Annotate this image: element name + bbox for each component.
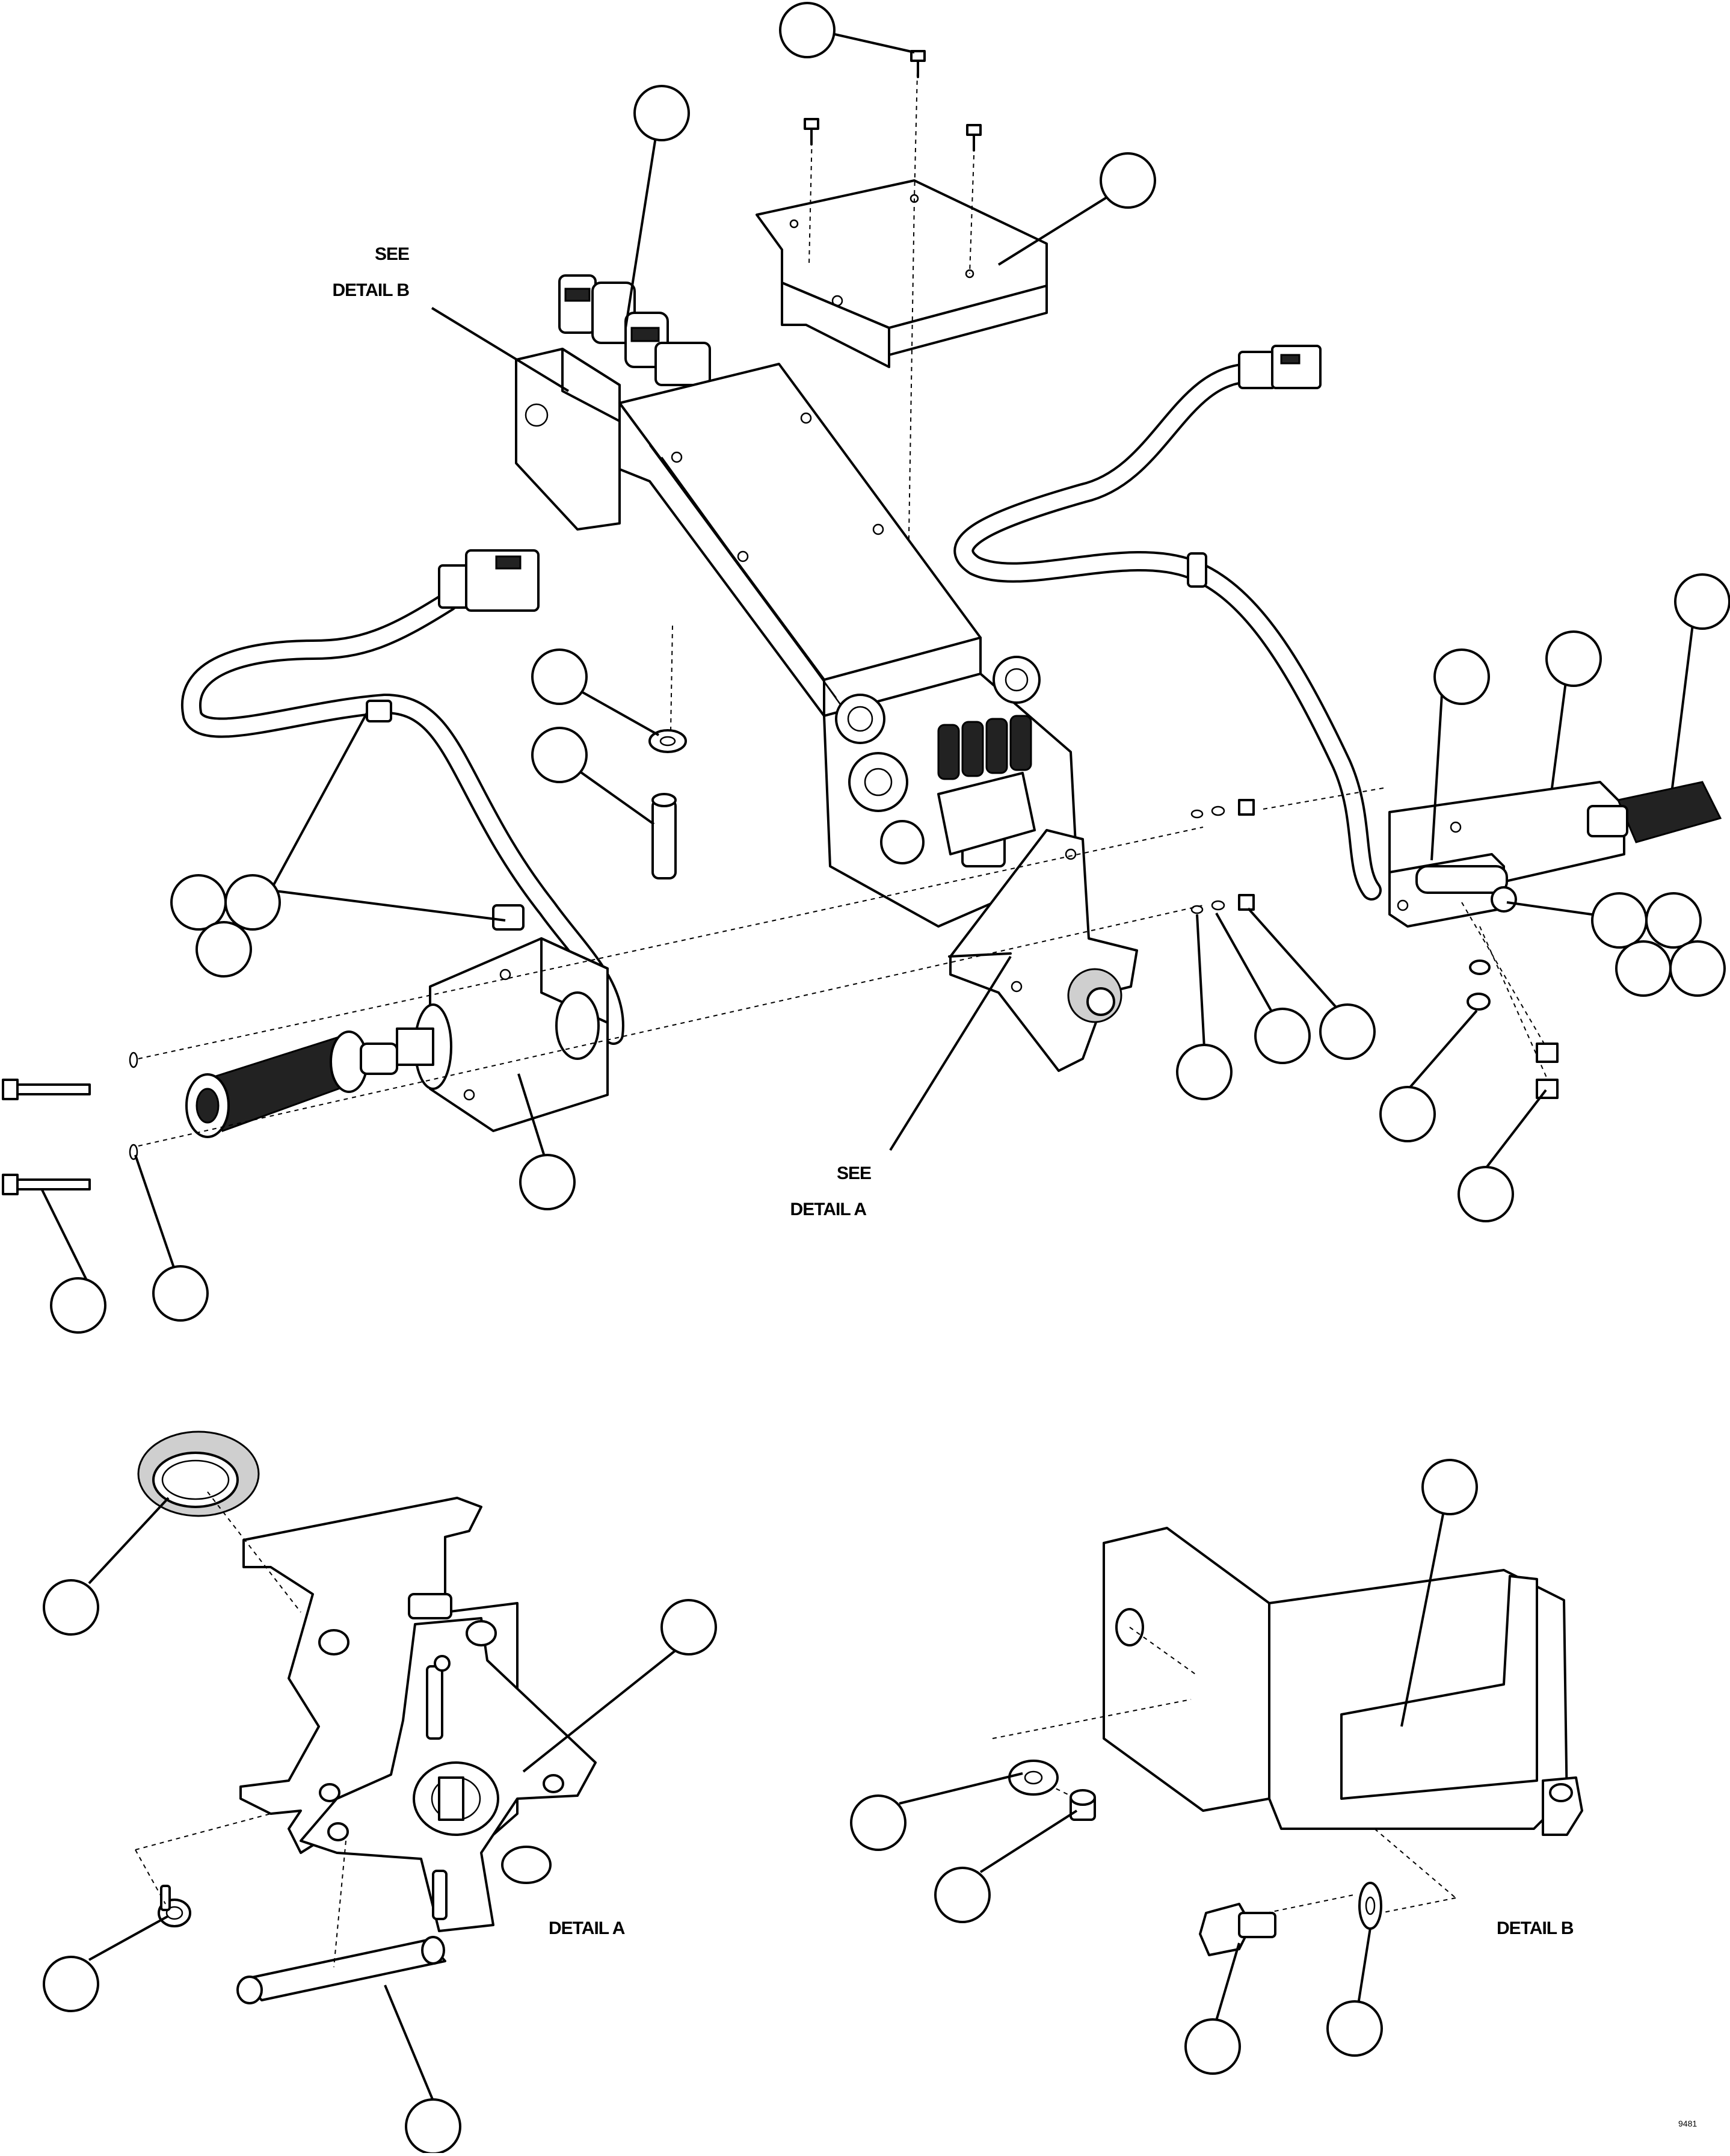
detail-b-washer-nut (992, 1627, 1198, 1821)
callout-balloon (934, 1867, 991, 1923)
right-wire-harness (953, 345, 1382, 901)
callout-balloon (1184, 2018, 1241, 2075)
callout-balloon (1254, 1008, 1311, 1064)
callout-balloon (1615, 940, 1672, 997)
callout-balloon (531, 727, 588, 783)
callout-balloon (531, 648, 588, 705)
callout-balloon (195, 921, 252, 978)
mounted-bracket-b (515, 348, 621, 531)
spring-set (937, 715, 1032, 780)
callout-balloon (1326, 2000, 1383, 2057)
callout-balloon (1458, 1166, 1514, 1222)
callout-balloon (43, 1956, 99, 2012)
callout-balloon (779, 2, 836, 58)
actuator-motor (185, 937, 609, 1138)
callout-balloon (519, 1154, 576, 1210)
callout-balloon (1176, 1044, 1233, 1100)
universal-joint (558, 274, 711, 386)
callout-balloon (1591, 892, 1648, 949)
column-housing (618, 363, 982, 717)
callout-balloon (660, 1599, 717, 1656)
lever-fasteners (1461, 902, 1559, 1099)
detail-b-bolt-washer (1199, 1828, 1456, 1956)
callout-balloon (633, 85, 690, 141)
drawing-code: 9481 (1678, 2119, 1697, 2128)
mount-bolt-washer (648, 625, 687, 879)
leader-lines (41, 30, 1695, 2101)
callout-balloon (43, 1579, 99, 1636)
callout-balloon (50, 1277, 106, 1334)
detail-a-assembly (239, 1497, 597, 1932)
detail-a-pin (236, 1840, 446, 2004)
callout-balloon (224, 874, 281, 931)
see-detail-b-line1: SEE (375, 244, 409, 264)
callout-balloon (405, 2098, 461, 2155)
tilt-lever-assembly (1263, 781, 1722, 928)
callout-balloon (1433, 648, 1490, 705)
callout-balloons (43, 2, 1730, 2155)
see-detail-a-line1: SEE (837, 1163, 871, 1183)
detail-a-screw (135, 1813, 271, 1927)
callout-balloon (850, 1794, 907, 1851)
long-bolts (2, 827, 1204, 1195)
callout-balloon (1669, 940, 1726, 997)
callout-balloon (152, 1265, 209, 1322)
left-wire-harness (181, 549, 624, 1045)
see-detail-b-line2: DETAIL B (332, 280, 409, 300)
column-nuts-washers (1190, 799, 1255, 914)
callout-balloon (170, 874, 227, 931)
callout-balloon (1379, 1086, 1436, 1142)
detail-a-bushing (137, 1431, 301, 1613)
callout-balloon (1319, 1003, 1376, 1060)
callout-balloon (1645, 892, 1702, 949)
see-detail-a-line2: DETAIL A (790, 1200, 867, 1219)
lower-mount-bracket (948, 829, 1138, 1072)
detail-b-title: DETAIL B (1497, 1918, 1574, 1938)
callout-balloon (1674, 573, 1730, 630)
detail-a-title: DETAIL A (549, 1918, 625, 1938)
callout-balloon (1421, 1459, 1478, 1515)
cover-plate (756, 179, 1048, 368)
callout-balloon (1545, 630, 1602, 687)
callout-balloon (1100, 152, 1156, 209)
detail-b-bracket (1103, 1527, 1583, 1836)
tilt-mechanism (823, 656, 1078, 928)
cover-screws (804, 50, 982, 572)
